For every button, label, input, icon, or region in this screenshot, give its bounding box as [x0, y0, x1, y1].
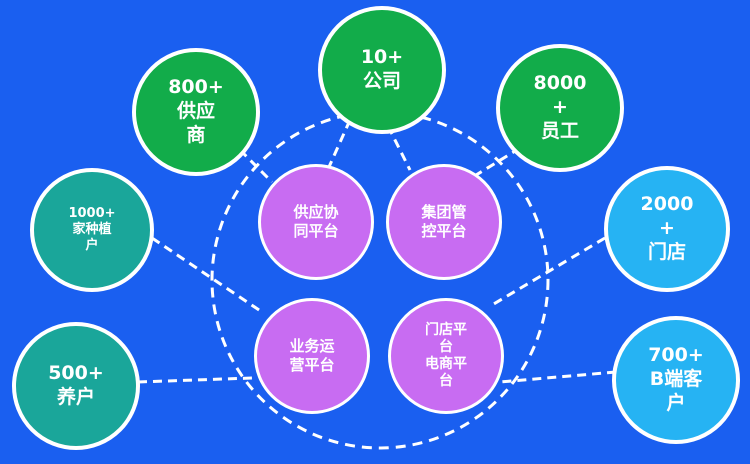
platform-store-line-1: 门店平	[425, 322, 467, 339]
node-company: 10+ 公司	[318, 6, 446, 134]
node-breeders: 500+ 养户	[12, 322, 140, 450]
node-b2b-customers: 700+ B端客 户	[612, 316, 740, 444]
platform-group-line-2: 控平台	[421, 222, 467, 240]
node-suppliers-count: 800+	[168, 76, 224, 99]
platform-store-line-4: 台	[439, 372, 453, 389]
link-breeders-business	[137, 376, 253, 384]
node-b2b-label-1: B端客	[649, 368, 703, 391]
platform-business-line-1: 业务运	[289, 336, 335, 355]
node-suppliers: 800+ 供应 商	[132, 48, 260, 176]
link-growers-business	[151, 236, 263, 314]
link-suppliers-supply	[238, 148, 274, 184]
central-dashed-ring	[210, 110, 550, 450]
platform-business-operations: 业务运 营平台	[254, 298, 370, 414]
node-growers: 1000+ 家种植 户	[30, 168, 154, 292]
platform-supply-collaboration: 供应协 同平台	[258, 164, 374, 280]
node-stores-count: 2000	[640, 193, 694, 216]
node-b2b-count: 700+	[648, 344, 704, 367]
node-employees: 8000 + 员工	[496, 44, 624, 172]
node-company-label: 公司	[362, 70, 401, 92]
node-suppliers-label-2: 商	[186, 123, 206, 146]
platform-store-line-2: 台	[439, 339, 453, 356]
node-company-count: 10+	[360, 46, 404, 69]
platform-supply-line-2: 同平台	[293, 222, 339, 240]
platform-business-line-2: 营平台	[289, 356, 335, 374]
link-company-group	[386, 125, 412, 171]
platform-supply-line-1: 供应协	[293, 202, 339, 221]
node-growers-label-2: 户	[85, 238, 99, 254]
node-employees-plus: +	[552, 96, 568, 119]
node-breeders-count: 500+	[48, 362, 104, 385]
platform-store-line-3: 电商平	[425, 356, 467, 372]
node-stores: 2000 + 门店	[604, 166, 730, 292]
platform-store-ecommerce: 门店平 台 电商平 台	[388, 298, 504, 414]
link-b2b-store-ecom	[499, 370, 617, 384]
node-growers-count: 1000+	[68, 205, 116, 221]
node-b2b-label-2: 户	[666, 391, 686, 414]
node-suppliers-label-1: 供应	[176, 100, 215, 123]
node-breeders-label: 养户	[56, 386, 95, 408]
node-stores-label: 门店	[647, 240, 686, 263]
platform-group-control: 集团管 控平台	[386, 164, 502, 280]
link-stores-store-ecom	[491, 236, 606, 307]
node-stores-plus: +	[659, 217, 675, 240]
node-employees-count: 8000	[533, 72, 587, 95]
platform-group-line-1: 集团管	[421, 202, 467, 221]
node-growers-label-1: 家种植	[72, 221, 112, 237]
node-employees-label: 员工	[540, 119, 579, 142]
